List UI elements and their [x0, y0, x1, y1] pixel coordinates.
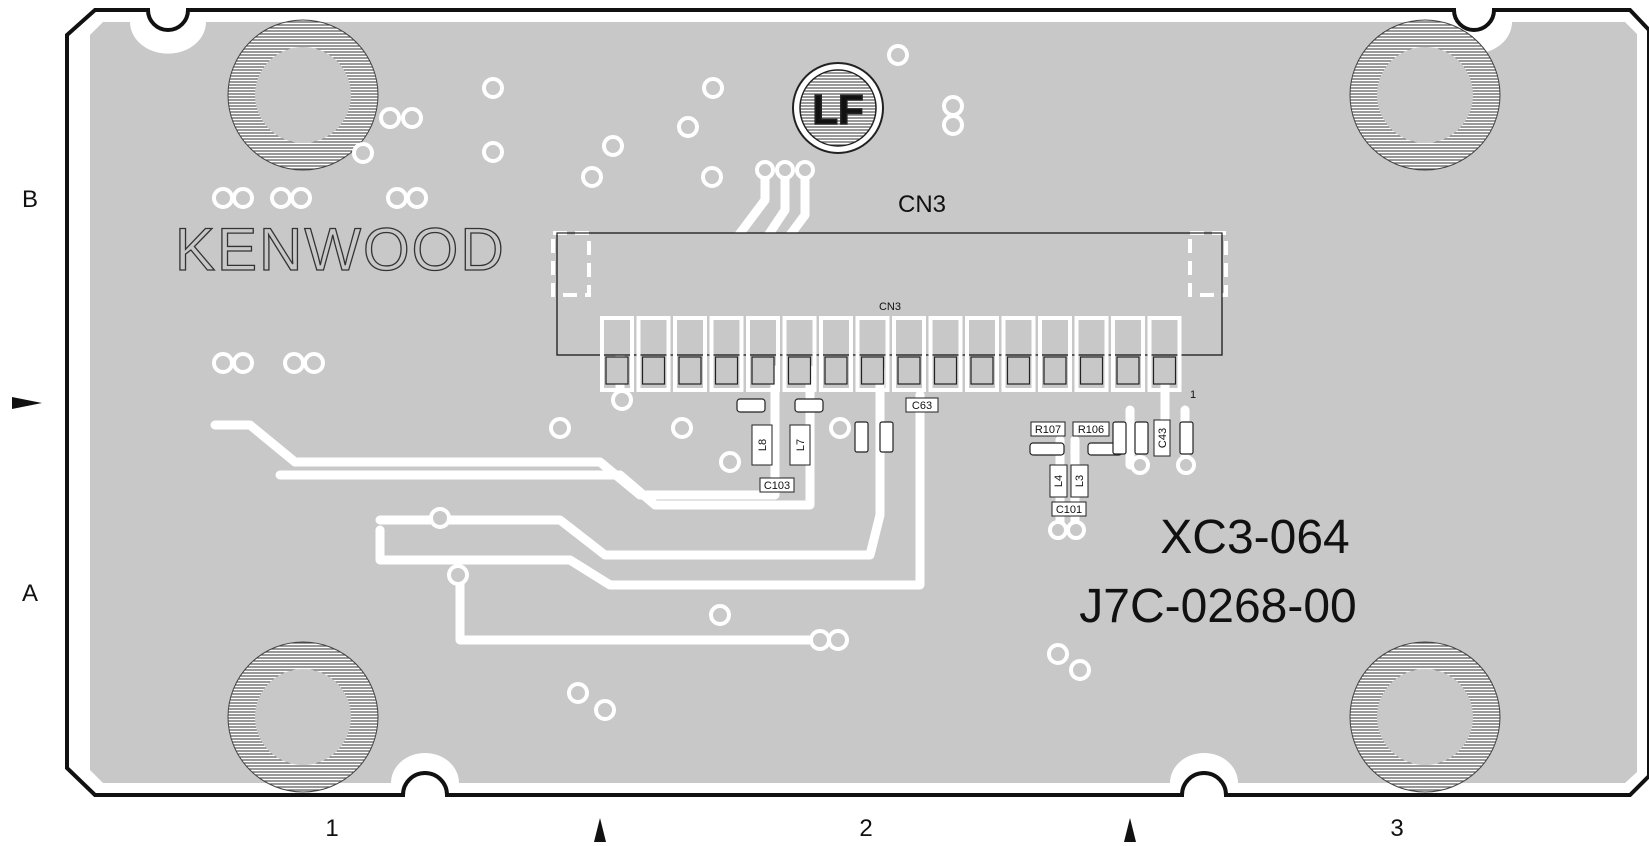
- part-number: XC3-064: [1160, 511, 1349, 564]
- component-c103: C103: [759, 477, 795, 493]
- connector-pin-outline: [928, 316, 963, 392]
- svg-text:C63: C63: [912, 400, 932, 412]
- component-l4: L4: [1049, 464, 1068, 498]
- column-label-2: 2: [859, 815, 872, 842]
- mounting-hole: [227, 641, 379, 793]
- column-label-1: 1: [325, 815, 338, 842]
- connector-pin-outline: [1147, 316, 1182, 392]
- connector-pin-pad: [1079, 356, 1104, 385]
- component-l7: L7: [789, 424, 811, 466]
- connector-pin-outline: [746, 316, 780, 392]
- mounting-hole: [227, 19, 379, 171]
- component-l8: L8: [751, 424, 773, 466]
- connector-pin-outline: [782, 316, 817, 392]
- svg-text:C101: C101: [1056, 504, 1082, 516]
- connector-pin-pad: [970, 356, 994, 385]
- lf-logo-text: LF: [812, 86, 863, 133]
- svg-text:C43: C43: [1157, 428, 1169, 448]
- column-label-3: 3: [1390, 815, 1403, 842]
- connector-pin-outline: [1001, 316, 1036, 392]
- component-c101: C101: [1051, 501, 1087, 517]
- column-divider-marker: [594, 818, 606, 842]
- connector-pin-pad: [860, 356, 885, 385]
- connector-pin-outline: [819, 316, 853, 392]
- component-r106: R106: [1072, 421, 1110, 437]
- connector-pin-outline: [1074, 316, 1109, 392]
- connector-pin-pad: [824, 356, 848, 385]
- row-label-a: A: [22, 580, 38, 607]
- connector-pin-outline: [892, 316, 926, 392]
- component-c63: C63: [905, 397, 939, 413]
- mounting-hole: [1349, 19, 1501, 171]
- connector-pin-pad: [1043, 356, 1067, 385]
- component-l3: L3: [1070, 464, 1089, 498]
- svg-text:L8: L8: [757, 439, 769, 451]
- connector-inner-label: CN3: [879, 301, 901, 313]
- connector-pin-pad: [605, 356, 629, 385]
- connector-pin-pad: [678, 356, 702, 385]
- row-divider-marker: [12, 397, 42, 409]
- svg-text:R106: R106: [1078, 424, 1104, 436]
- connector-pin-pad: [933, 356, 958, 385]
- row-label-b: B: [22, 186, 38, 213]
- svg-text:L4: L4: [1053, 475, 1065, 487]
- svg-text:L7: L7: [795, 439, 807, 451]
- connector-pin-pad: [1006, 356, 1031, 385]
- connector-title: CN3: [898, 191, 946, 218]
- connector-pin-outline: [855, 316, 890, 392]
- connector-pin-pad: [641, 356, 666, 385]
- svg-text:R107: R107: [1035, 424, 1061, 436]
- column-divider-marker: [1124, 818, 1136, 842]
- connector-pins: [600, 316, 1182, 392]
- connector-pin-outline: [1111, 316, 1145, 392]
- mounting-hole: [1349, 641, 1501, 793]
- brand-logo: KENWOOD: [175, 216, 506, 283]
- connector-pin-outline: [709, 316, 744, 392]
- component-r107: R107: [1030, 421, 1066, 437]
- connector-pin-pad: [897, 356, 921, 385]
- connector-pin-outline: [673, 316, 707, 392]
- pin1-label: 1: [1190, 389, 1196, 401]
- vias: [212, 44, 1196, 721]
- connector-pin-pad: [1152, 356, 1177, 385]
- connector-pin-outline: [965, 316, 999, 392]
- connector-pin-pad: [751, 356, 775, 385]
- connector-pin-outline: [600, 316, 634, 392]
- smd-parts: [736, 398, 1194, 456]
- connector-pin-pad: [1116, 356, 1140, 385]
- connector-pin-outline: [1038, 316, 1072, 392]
- connector-pin-pad: [787, 356, 812, 385]
- connector-pin-pad: [714, 356, 739, 385]
- component-c43: C43: [1153, 419, 1171, 457]
- pcb-number: J7C-0268-00: [1079, 580, 1357, 633]
- svg-text:C103: C103: [764, 480, 790, 492]
- connector-pin-outline: [636, 316, 671, 392]
- board-surface: [90, 22, 1637, 783]
- lf-logo: LF: [792, 62, 884, 154]
- svg-text:L3: L3: [1074, 475, 1086, 487]
